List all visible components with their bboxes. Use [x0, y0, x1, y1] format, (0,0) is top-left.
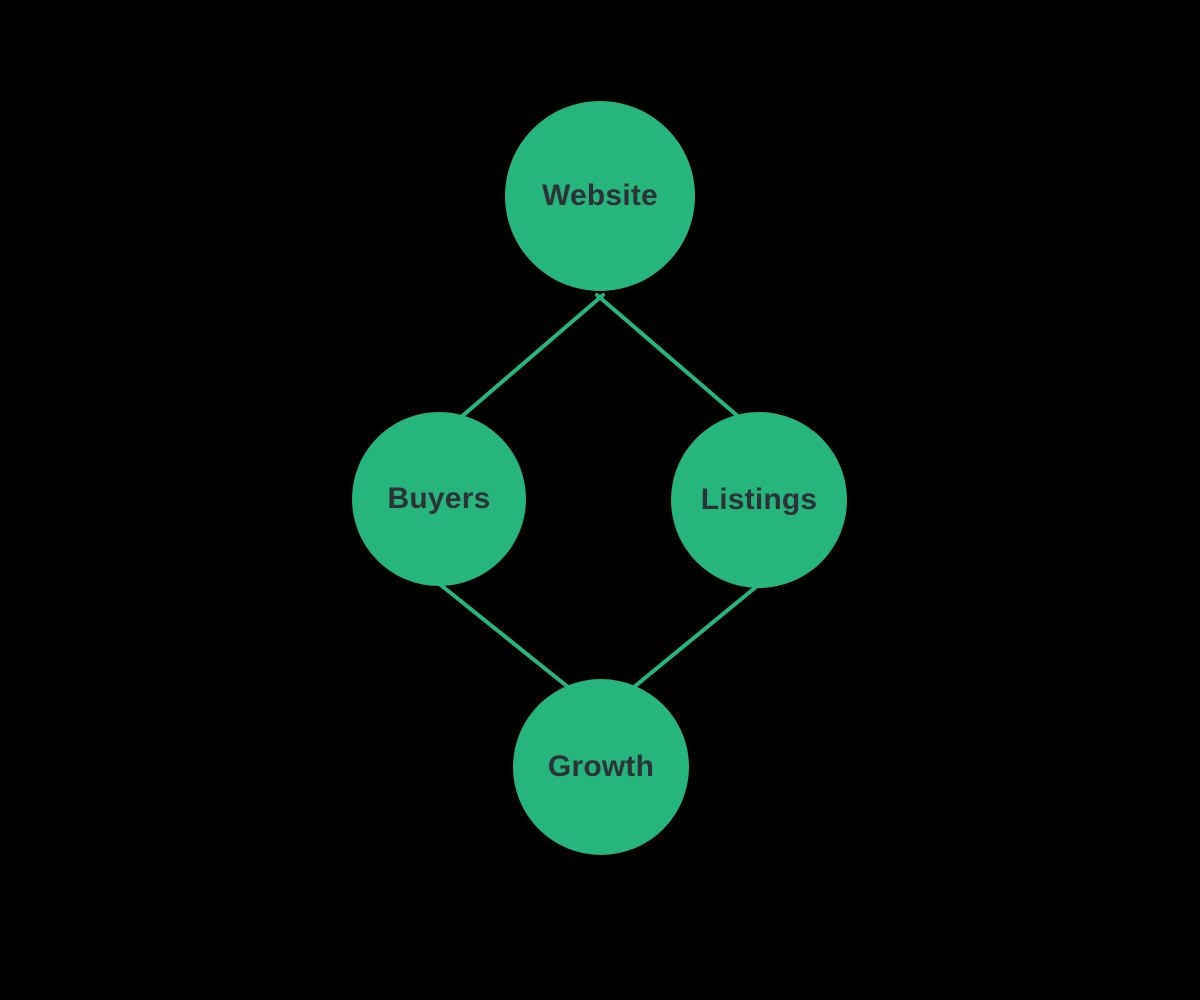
edge-website-buyers	[458, 293, 605, 420]
node-growth[interactable]: Growth	[513, 679, 689, 855]
edge-listings-growth	[632, 580, 764, 689]
node-listings-label: Listings	[700, 483, 818, 516]
edge-website-listings	[595, 293, 742, 420]
node-website[interactable]: Website	[505, 101, 695, 291]
node-buyers[interactable]: Buyers	[352, 412, 526, 586]
node-listings[interactable]: Listings	[671, 412, 847, 588]
node-website-label: Website	[542, 179, 658, 212]
node-buyers-label: Buyers	[387, 482, 491, 515]
edge-buyers-growth	[435, 580, 570, 689]
node-growth-label: Growth	[547, 750, 655, 783]
